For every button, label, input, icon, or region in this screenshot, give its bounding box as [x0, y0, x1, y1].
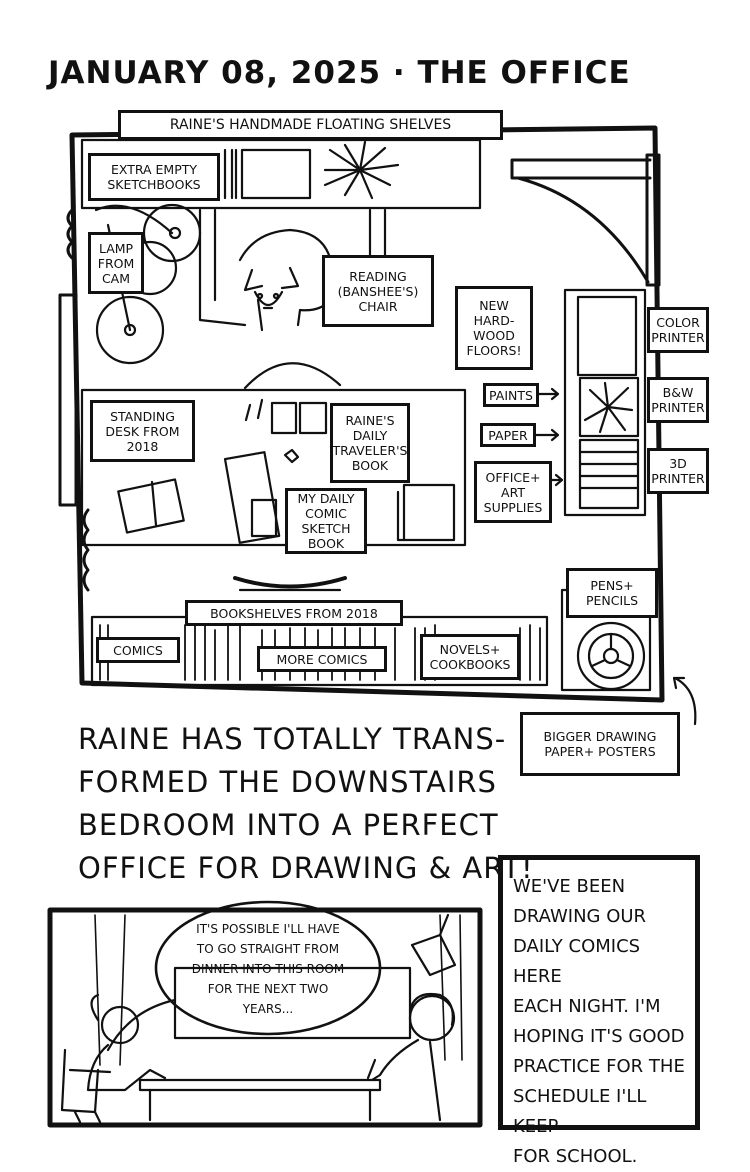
floating-shelves — [80, 138, 482, 210]
pens-cup — [576, 621, 646, 691]
drawing-paper-label: BIGGER DRAWING PAPER+ POSTERS — [520, 712, 680, 776]
left-window — [58, 293, 78, 507]
comics-label: COMICS — [96, 637, 180, 663]
desk-box — [270, 401, 298, 435]
printer-cabinet — [563, 288, 647, 517]
lamp-label: LAMP FROM CAM — [88, 232, 144, 294]
shelf-books — [223, 148, 238, 200]
bw-printer-star — [583, 381, 634, 434]
chair-label: READING (BANSHEE'S) CHAIR — [322, 255, 434, 327]
comic-sketchbook-label: MY DAILY COMIC SKETCH BOOK — [285, 488, 367, 554]
3d-printer — [578, 438, 640, 510]
open-book — [117, 478, 185, 534]
plant-drawing — [323, 140, 400, 200]
door-swing — [516, 176, 650, 284]
desk-label: STANDING DESK FROM 2018 — [90, 400, 195, 462]
dog-drawing — [238, 228, 332, 332]
bw-printer-label: B&W PRINTER — [647, 377, 709, 423]
color-printer — [576, 295, 638, 377]
tablet — [223, 451, 281, 544]
more-comics-label: MORE COMICS — [257, 646, 387, 672]
3d-printer-label: 3D PRINTER — [647, 448, 709, 494]
caption-text: RAINE HAS TOTALLY TRANS- FORMED THE DOWN… — [78, 722, 534, 885]
page-title: JANUARY 08, 2025 · THE OFFICE — [48, 55, 631, 91]
desk-chair-front — [233, 576, 347, 589]
sketchbook-stack — [402, 483, 456, 542]
color-printer-label: COLOR PRINTER — [647, 307, 709, 353]
sketchbooks-label: EXTRA EMPTY SKETCHBOOKS — [88, 153, 220, 201]
floors-label: NEW HARD- WOOD FLOORS! — [455, 286, 533, 370]
supplies-label: OFFICE+ ART SUPPLIES — [474, 461, 552, 523]
speech-text: IT'S POSSIBLE I'LL HAVE TO GO STRAIGHT F… — [191, 922, 345, 1016]
lamp-base — [95, 295, 165, 365]
panel-desk — [138, 1078, 382, 1092]
radiator — [82, 508, 90, 592]
arrow-drawing-paper — [672, 676, 697, 726]
desk-chair-back — [243, 362, 342, 390]
speech-tail — [106, 998, 177, 1052]
panel-window — [173, 966, 412, 1040]
arrow-paints — [536, 387, 560, 401]
paints-label: PAINTS — [483, 383, 539, 407]
right-door-frame — [645, 153, 661, 287]
arrow-supplies — [550, 473, 564, 487]
door — [510, 158, 652, 180]
shelves-label: RAINE'S HANDMADE FLOATING SHELVES — [118, 110, 503, 140]
curtains — [94, 914, 463, 1066]
left-figure — [60, 993, 167, 1124]
shelf-box — [240, 148, 312, 200]
palette — [250, 498, 278, 538]
travelers-book-label: RAINE'S DAILY TRAVELER'S BOOK — [330, 403, 410, 483]
novels-label: NOVELS+ COOKBOOKS — [420, 634, 520, 680]
paper-label: PAPER — [480, 423, 536, 447]
panel-lamp — [410, 933, 457, 977]
speech-bubble — [154, 900, 382, 1036]
arrow-paper — [534, 428, 560, 442]
right-figure — [366, 992, 456, 1122]
bookshelves-label: BOOKSHELVES FROM 2018 — [185, 600, 403, 626]
bw-printer — [578, 376, 640, 438]
standing-desk — [80, 388, 467, 547]
side-note: WE'VE BEEN DRAWING OUR DAILY COMICS HERE… — [498, 855, 700, 1167]
comic-panel — [47, 907, 483, 1128]
cable — [66, 208, 74, 260]
pens-label: PENS+ PENCILS — [566, 568, 658, 618]
